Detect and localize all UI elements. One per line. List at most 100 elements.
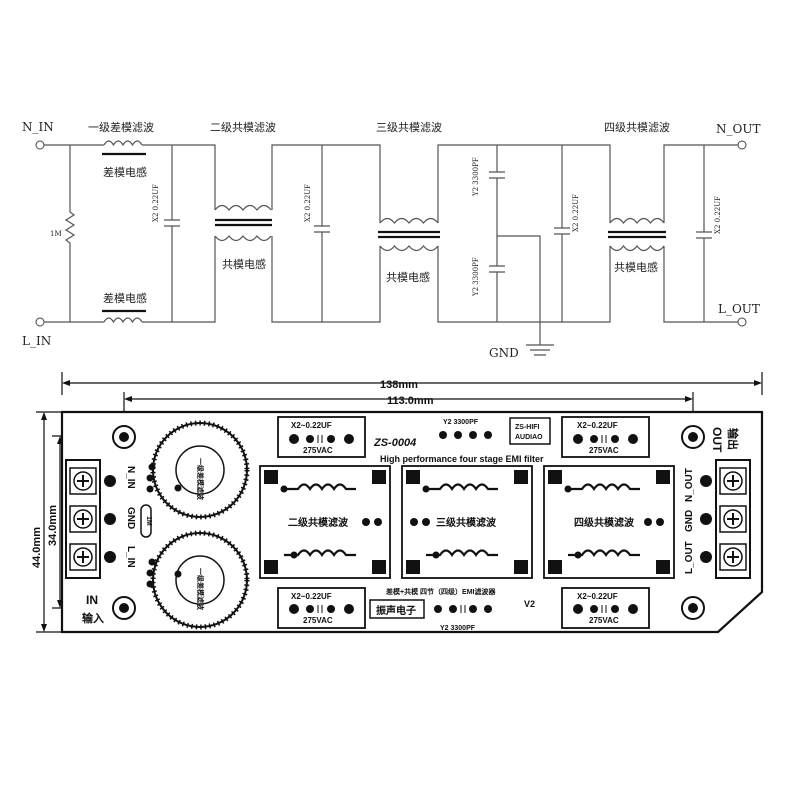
- resistor-label: 1M: [50, 230, 62, 238]
- diff-inductor-label-bottom: 差模电感: [103, 291, 147, 305]
- gnd-label: GND: [489, 346, 519, 360]
- resistor-body: [140, 504, 152, 538]
- screw-icon: [719, 543, 747, 571]
- mount-hole-tr: [681, 425, 705, 449]
- subtitle-silk: High performance four stage EMI filter: [380, 454, 544, 464]
- input-pad-gnd: [104, 513, 116, 525]
- model-silk: ZS-0004: [373, 437, 416, 449]
- cm-choke-2: [378, 217, 440, 263]
- bottom-wire: [44, 256, 738, 323]
- cmc-box-stage3: 三级共模滤波: [401, 465, 533, 579]
- l-in-terminal: [35, 317, 45, 327]
- y2-cap-bottom-label: Y2 3300PF: [472, 257, 480, 297]
- gnd-in-silk: GND: [125, 507, 136, 529]
- x2-cap-box-top-right: X2~0.22UF 275VAC: [561, 416, 650, 458]
- x2-cap-silk: X2~0.22UF: [577, 421, 618, 430]
- n-in-label: N_IN: [22, 120, 54, 134]
- maker-box: [369, 599, 425, 619]
- input-pad-n: [104, 475, 116, 487]
- in-cn-silk: 输入: [82, 611, 104, 625]
- l-in-label: L_IN: [22, 334, 51, 348]
- cm-choke-3: [608, 217, 666, 263]
- bottom-desc-silk: 差模+共模 四节（四级）EMI滤波器: [386, 587, 496, 596]
- y2-cap-top-pcb: [439, 431, 492, 439]
- n-out-terminal: [737, 140, 747, 150]
- in-silk: IN: [86, 593, 98, 607]
- stage4-label: 四级共模滤波: [604, 121, 670, 134]
- l-out-silk: L_OUT: [684, 541, 695, 574]
- cap-275-silk: 275VAC: [303, 616, 333, 625]
- x2-cap-box-top-left: X2~0.22UF 275VAC: [277, 416, 366, 458]
- x2-cap-4: [696, 145, 712, 322]
- output-pad-n: [700, 475, 712, 487]
- x2-cap-3: [554, 145, 570, 322]
- cap-275-silk: 275VAC: [589, 446, 619, 455]
- toroid-top-label: 一级差模滤波: [196, 458, 205, 501]
- input-pad-l: [104, 551, 116, 563]
- cm-inductor-label-2: 共模电感: [386, 271, 430, 284]
- diff-inductor-top: [103, 140, 143, 147]
- y2-cap-top: [489, 145, 541, 345]
- l-out-terminal: [737, 317, 747, 327]
- n-in-terminal: [35, 140, 45, 150]
- cap-275-silk: 275VAC: [589, 616, 619, 625]
- output-terminal-block: [715, 459, 751, 579]
- brand-box: [509, 417, 551, 445]
- version-silk: V2: [524, 599, 535, 609]
- screw-icon: [719, 505, 747, 533]
- l-in-silk: L_IN: [125, 546, 136, 568]
- cmc-box-stage2: 二级共模滤波: [259, 465, 391, 579]
- screw-icon: [719, 467, 747, 495]
- x2-cap-silk: X2~0.22UF: [291, 421, 332, 430]
- screw-icon: [69, 467, 97, 495]
- stage2-silk: 二级共模滤波: [288, 516, 349, 529]
- stage3-label: 三级共模滤波: [376, 121, 442, 134]
- out-silk: OUT: [710, 427, 724, 453]
- stage3-silk: 三级共模滤波: [436, 516, 497, 529]
- screw-icon: [69, 543, 97, 571]
- toroid-pads: [146, 463, 182, 588]
- x2-cap-3-label: X2 0.22UF: [572, 194, 580, 232]
- diff-inductor-bottom: [103, 317, 143, 324]
- diff-inductor-label-top: 差模电感: [103, 165, 147, 179]
- n-in-silk: N_IN: [125, 466, 136, 489]
- maker-silk: 振声电子: [376, 604, 416, 617]
- dim-113-label: 113.0mm: [387, 395, 434, 407]
- y2-cap-bottom: [489, 236, 505, 322]
- x2-cap-4-label: X2 0.22UF: [714, 196, 722, 234]
- resistor-silk: 1M: [145, 516, 152, 526]
- y2-silk-bottom: Y2 3300PF: [440, 625, 476, 632]
- output-pad-gnd: [700, 513, 712, 525]
- dim-34-label: 34.0mm: [47, 505, 59, 546]
- schematic: N_IN L_IN N_OUT L_OUT 一级差模滤波 二级共模滤波 三级共模…: [22, 120, 760, 360]
- x2-cap-2-label: X2 0.22UF: [304, 184, 312, 222]
- toroid-top: 一级差模滤波: [150, 420, 250, 520]
- top-wire: [44, 144, 738, 223]
- x2-cap-silk: X2~0.22UF: [577, 592, 618, 601]
- cap-275-silk: 275VAC: [303, 446, 333, 455]
- mount-hole-bl: [112, 596, 136, 620]
- cm-inductor-label-3: 共模电感: [614, 261, 658, 274]
- n-out-silk: N_OUT: [684, 468, 695, 502]
- x2-cap-box-bottom-right: X2~0.22UF 275VAC: [561, 587, 650, 629]
- toroid-bottom: 一级差模滤波: [150, 530, 250, 630]
- screw-icon: [69, 505, 97, 533]
- dim-138-label: 138mm: [380, 379, 418, 391]
- y2-cap-top-label: Y2 3300PF: [472, 157, 480, 197]
- brand-line2: AUDIAO: [515, 434, 543, 441]
- y2-cap-bottom-pcb: [434, 605, 492, 613]
- x2-cap-2: [314, 145, 330, 322]
- dim-44-label: 44.0mm: [31, 527, 43, 568]
- x2-cap-1-label: X2 0.22UF: [152, 184, 160, 222]
- y2-silk-top: Y2 3300PF: [443, 419, 479, 426]
- input-terminal-block: [65, 459, 101, 579]
- stage4-silk: 四级共模滤波: [574, 516, 635, 529]
- stage2-label: 二级共模滤波: [210, 121, 276, 134]
- x2-cap-1: [164, 145, 180, 322]
- l-out-label: L_OUT: [718, 302, 760, 316]
- stage1-label: 一级差模滤波: [88, 120, 154, 134]
- out-cn-silk: 输出: [726, 428, 740, 450]
- n-out-label: N_OUT: [716, 122, 760, 136]
- cm-inductor-label-1: 共模电感: [222, 258, 266, 271]
